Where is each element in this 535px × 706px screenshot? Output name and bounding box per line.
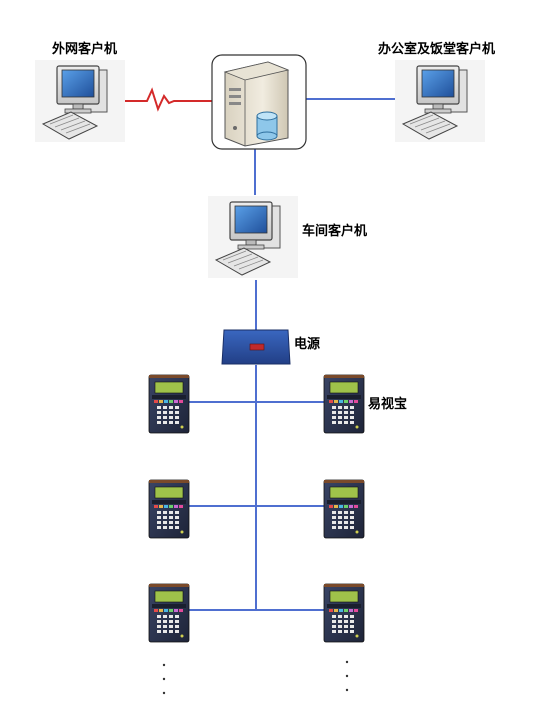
terminal-device bbox=[148, 374, 190, 434]
external-client-computer bbox=[34, 59, 126, 143]
external-link-red bbox=[122, 87, 212, 112]
continuation-dots-right bbox=[345, 660, 349, 692]
server-node bbox=[211, 54, 307, 150]
office-client-label: 办公室及饭堂客户机 bbox=[378, 42, 496, 57]
continuation-dots-left bbox=[162, 663, 166, 695]
workshop-client-label: 车间客户机 bbox=[302, 224, 368, 239]
office-client-computer bbox=[394, 59, 486, 143]
terminal-device bbox=[323, 374, 365, 434]
power-label: 电源 bbox=[294, 337, 321, 352]
terminal-label: 易视宝 bbox=[368, 397, 408, 412]
database-icon bbox=[256, 111, 278, 141]
workshop-client-computer bbox=[207, 195, 299, 279]
terminal-device bbox=[323, 583, 365, 643]
power-supply bbox=[221, 329, 291, 365]
terminal-device bbox=[148, 479, 190, 539]
terminal-device bbox=[323, 479, 365, 539]
terminal-device bbox=[148, 583, 190, 643]
external-client-label: 外网客户机 bbox=[52, 42, 118, 57]
